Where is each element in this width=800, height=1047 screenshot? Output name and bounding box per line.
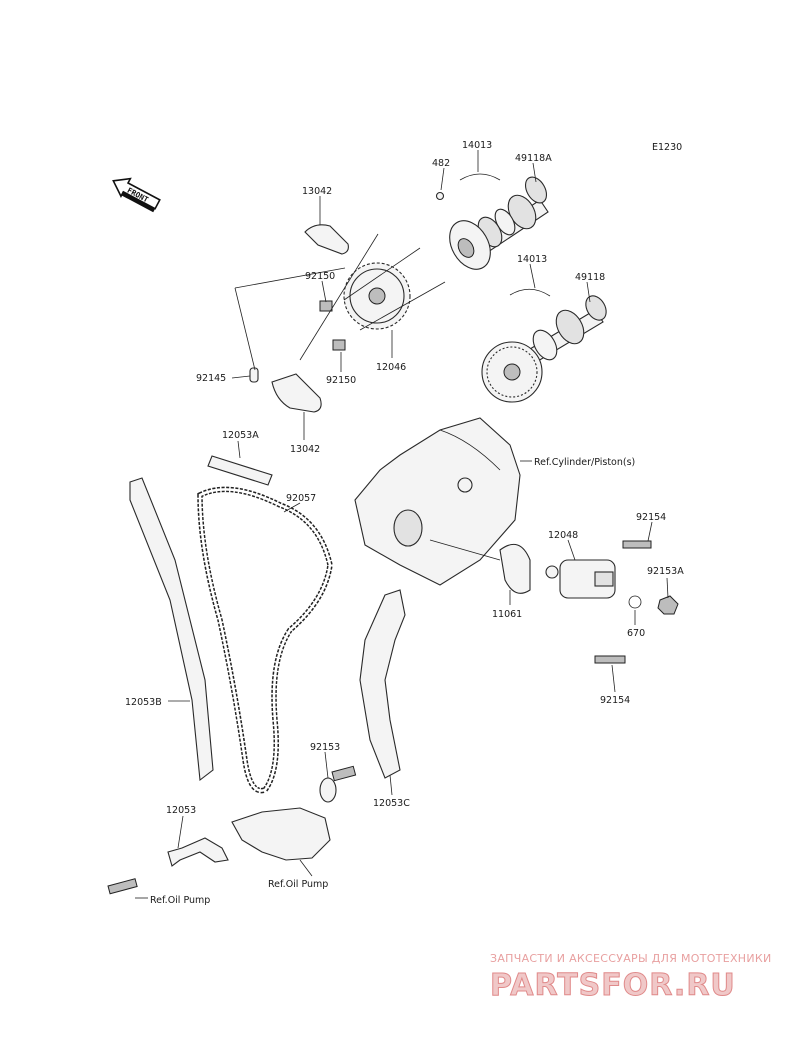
watermark: ЗАПЧАСТИ И АКСЕССУАРЫ ДЛЯ МОТОТЕХНИКИ PA… [490,952,772,1004]
leader-lines [135,150,669,899]
weight-13042-lower[interactable] [271,373,322,413]
label-92150-lower: 92150 [326,375,356,386]
label-92154-upper: 92154 [636,512,666,523]
label-92150-upper: 92150 [305,271,335,282]
watermark-tagline: ЗАПЧАСТИ И АКСЕССУАРЫ ДЛЯ МОТОТЕХНИКИ [490,952,772,965]
label-12048: 12048 [548,530,578,541]
label-11061: 11061 [492,609,522,620]
bolt-92154-b[interactable] [594,655,626,664]
guide-12053b[interactable] [129,477,214,782]
guide-12053a[interactable] [207,455,273,486]
label-ref-cylinder: Ref.Cylinder/Piston(s) [534,457,635,468]
label-14013-upper: 14013 [462,140,492,151]
camshaft-49118a[interactable] [441,173,550,276]
label-49118a: 49118A [515,153,552,164]
front-arrow-icon: FRONT [112,177,161,213]
nut-92153a[interactable] [657,595,679,615]
tensioner-12048[interactable] [545,559,616,599]
cylinder-block [354,417,521,586]
label-13042-upper: 13042 [302,186,332,197]
label-92154-lower: 92154 [600,695,630,706]
timing-chain-92057[interactable] [197,486,333,794]
label-49118: 49118 [575,272,605,283]
gasket-11061[interactable] [499,543,531,594]
label-12053: 12053 [166,805,196,816]
bolt-92150-a[interactable] [319,300,333,312]
weight-13042-upper[interactable] [304,224,349,255]
watermark-brand: PARTSFOR.RU [490,968,736,1003]
bracket-12053[interactable] [167,837,229,867]
guide-12053c[interactable] [359,589,406,779]
label-12053c: 12053C [373,798,410,809]
label-92057: 92057 [286,493,316,504]
ring-14013-lower[interactable] [509,288,551,297]
bolt-92153[interactable] [319,765,357,803]
label-12053a: 12053A [222,430,259,441]
oil-pump [231,807,331,861]
bolt-92154-a[interactable] [622,540,652,549]
label-13042-lower: 13042 [290,444,320,455]
label-670: 670 [627,628,645,639]
label-92153a: 92153A [647,566,684,577]
part-labels: 482 14013 49118A 13042 92150 12046 92150… [125,140,684,906]
ring-14013-upper[interactable] [459,173,501,181]
bolt-92150-b[interactable] [332,339,346,351]
diagram-code: E1230 [652,142,682,153]
spring-92145[interactable] [249,367,259,383]
camshaft-49118[interactable] [481,292,610,403]
bolt-oil-pump[interactable] [107,878,138,895]
label-12053b: 12053B [125,697,162,708]
label-14013-lower: 14013 [517,254,547,265]
label-ref-oil-pump-right: Ref.Oil Pump [268,879,328,890]
pin-482[interactable] [435,191,445,201]
label-ref-oil-pump-left: Ref.Oil Pump [150,895,210,906]
sprocket-12046[interactable] [343,262,411,330]
label-12046: 12046 [376,362,406,373]
oring-670[interactable] [628,595,642,609]
label-92145: 92145 [196,373,226,384]
label-92153: 92153 [310,742,340,753]
label-482: 482 [432,158,450,169]
